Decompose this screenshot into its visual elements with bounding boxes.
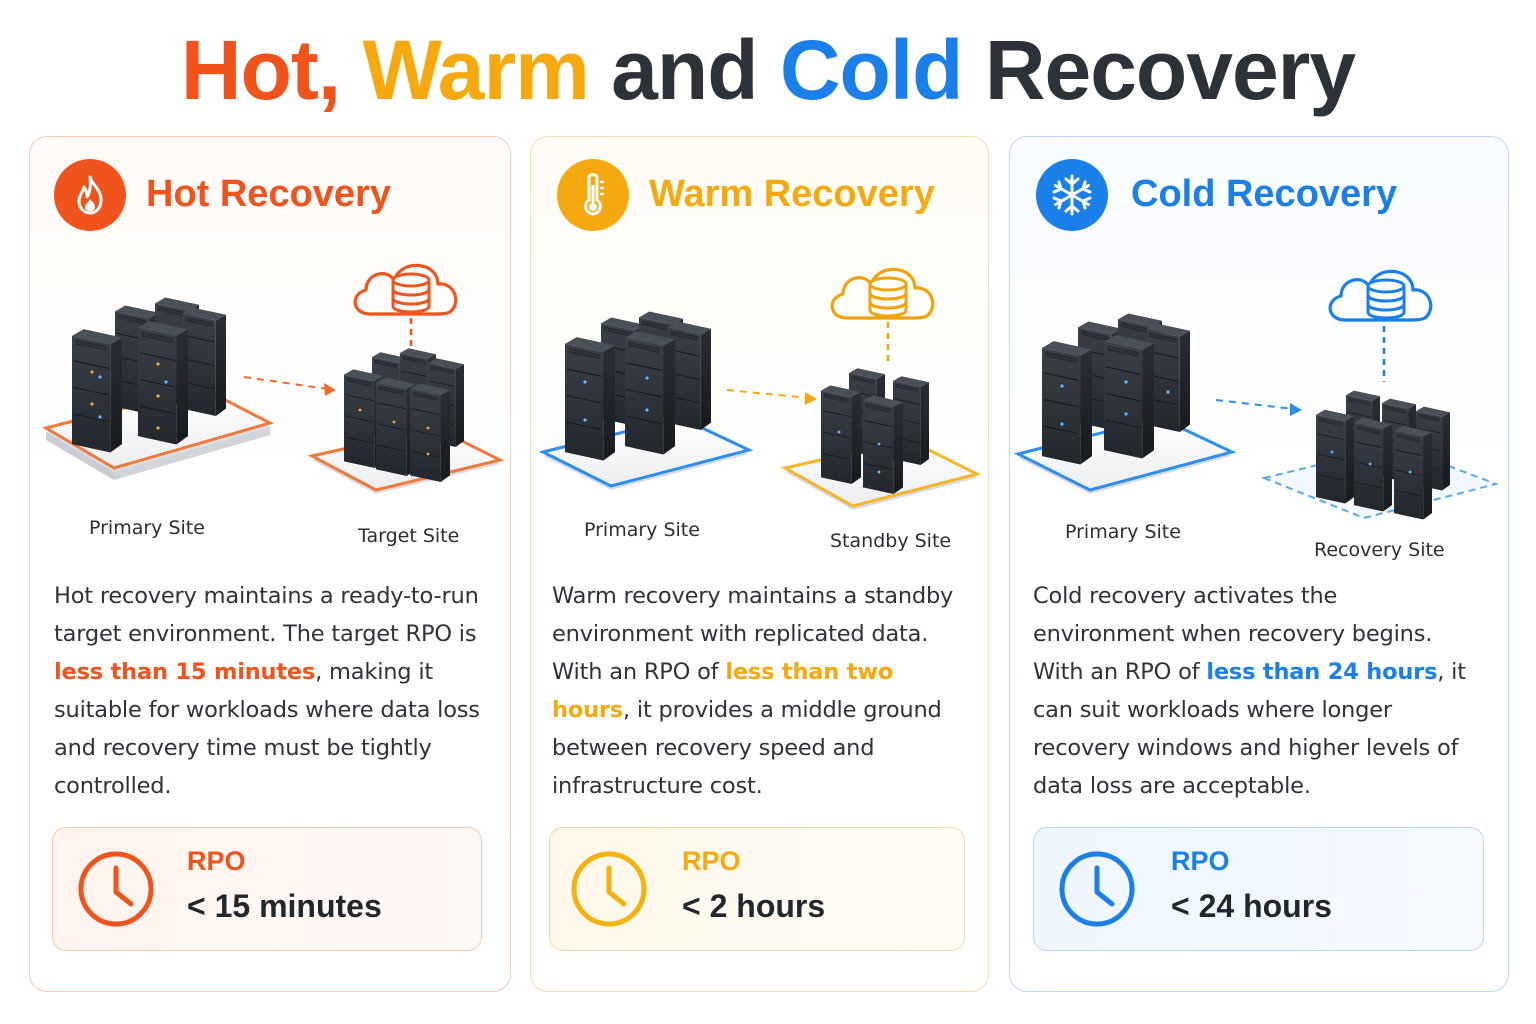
thermometer-icon — [557, 159, 629, 231]
warm-illustration — [538, 267, 982, 510]
desc-text-end: , it can suit workloads where longer rec… — [1033, 659, 1466, 799]
desc-highlight: less than 15 minutes — [54, 659, 316, 685]
desc-text-end: , making it suitable for workloads where… — [54, 659, 480, 799]
desc-highlight: less than two hours — [552, 659, 894, 723]
desc-text: Warm recovery maintains a standby enviro… — [552, 583, 954, 685]
warm-recovery-card: Warm Recovery — [530, 136, 989, 992]
card-title: Hot Recovery — [146, 173, 391, 215]
cloud-database-icon — [353, 263, 458, 316]
card-title: Cold Recovery — [1131, 173, 1398, 215]
cold-illustration — [1013, 269, 1500, 520]
rpo-value: < 24 hours — [1171, 888, 1332, 924]
standby-site-label: Standby Site — [830, 530, 952, 552]
title-recovery: Recovery — [984, 23, 1356, 117]
flame-icon — [54, 159, 126, 231]
clock-icon — [571, 851, 647, 927]
rpo-panel: RPO < 15 minutes — [52, 827, 482, 951]
rpo-panel: RPO < 2 hours — [549, 827, 965, 951]
primary-site-label: Primary Site — [1065, 521, 1181, 543]
target-racks — [344, 347, 464, 483]
title-warm: Warm — [362, 23, 590, 117]
rpo-label: RPO — [682, 846, 741, 876]
hot-recovery-card: Hot Recovery — [29, 136, 511, 992]
rpo-value: < 15 minutes — [187, 888, 382, 924]
desc-text-end: , it provides a middle ground between re… — [552, 697, 942, 799]
card-description: Warm recovery maintains a standby enviro… — [552, 577, 970, 805]
title-hot: Hot, — [180, 23, 341, 117]
clock-icon — [1059, 851, 1135, 927]
title-cold: Cold — [779, 23, 964, 117]
snowflake-icon — [1036, 159, 1108, 231]
rpo-label: RPO — [187, 846, 246, 876]
cold-recovery-card: Cold Recovery — [1009, 136, 1509, 992]
desc-highlight: less than 24 hours — [1206, 659, 1438, 685]
clock-icon — [78, 851, 154, 927]
primary-site-label: Primary Site — [89, 517, 205, 539]
primary-site-label: Primary Site — [584, 519, 700, 541]
rpo-label: RPO — [1171, 846, 1230, 876]
arrow-head — [324, 383, 336, 396]
hot-illustration — [42, 263, 505, 494]
page-title: Hot, Warm and Cold Recovery — [0, 22, 1536, 119]
rpo-panel: RPO < 24 hours — [1033, 827, 1484, 951]
arrow-head — [1290, 403, 1302, 416]
card-description: Cold recovery activates the environment … — [1033, 577, 1483, 805]
cloud-database-icon — [1328, 269, 1433, 322]
recovery-racks — [1316, 390, 1450, 520]
cloud-database-icon — [830, 267, 935, 320]
arrow-head — [805, 392, 817, 405]
rpo-value: < 2 hours — [682, 888, 826, 924]
desc-text: Hot recovery maintains a ready-to-run ta… — [54, 583, 479, 647]
card-description: Hot recovery maintains a ready-to-run ta… — [54, 577, 494, 805]
recovery-site-label: Recovery Site — [1314, 539, 1445, 561]
desc-text: Cold recovery activates the environment … — [1033, 583, 1433, 685]
card-title: Warm Recovery — [649, 173, 935, 215]
target-site-label: Target Site — [358, 525, 460, 547]
title-and: and — [611, 23, 758, 117]
